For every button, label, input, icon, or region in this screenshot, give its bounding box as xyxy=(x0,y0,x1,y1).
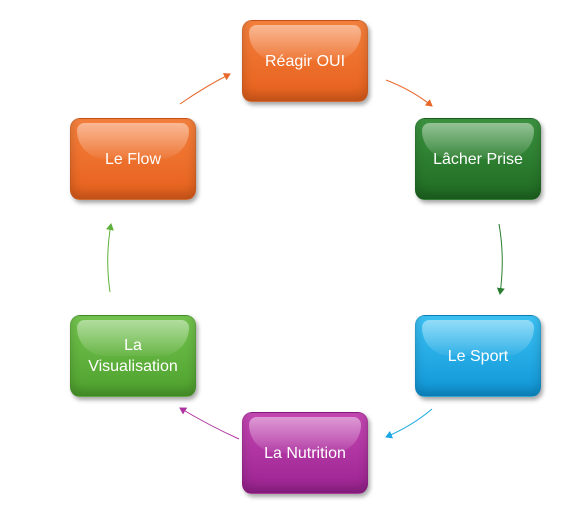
node-le-flow-label: Le Flow xyxy=(104,150,162,168)
arrow-lacher-to-sport xyxy=(496,223,505,295)
node-la-nutrition-label: La Nutrition xyxy=(264,444,346,462)
arrow-sport-to-nutrition xyxy=(385,408,433,439)
node-le-sport: Le Sport xyxy=(415,315,541,397)
node-lacher-prise-label: Lâcher Prise xyxy=(433,150,523,168)
node-la-visualisation-label: La Visualisation xyxy=(88,337,178,375)
node-le-flow: Le Flow xyxy=(70,118,196,200)
node-lacher-prise: Lâcher Prise xyxy=(415,118,541,200)
node-la-visualisation: La Visualisation xyxy=(70,315,196,397)
arrow-visual-to-flow xyxy=(106,223,114,293)
arrow-flow-to-reagir xyxy=(179,73,231,105)
node-le-sport-label: Le Sport xyxy=(447,347,509,365)
node-la-nutrition: La Nutrition xyxy=(242,412,368,494)
node-reagir-oui-label: Réagir OUI xyxy=(264,52,346,70)
arrow-nutrition-to-visual xyxy=(179,407,240,440)
node-reagir-oui: Réagir OUI xyxy=(242,20,368,102)
arrow-reagir-to-lacher xyxy=(385,79,433,107)
